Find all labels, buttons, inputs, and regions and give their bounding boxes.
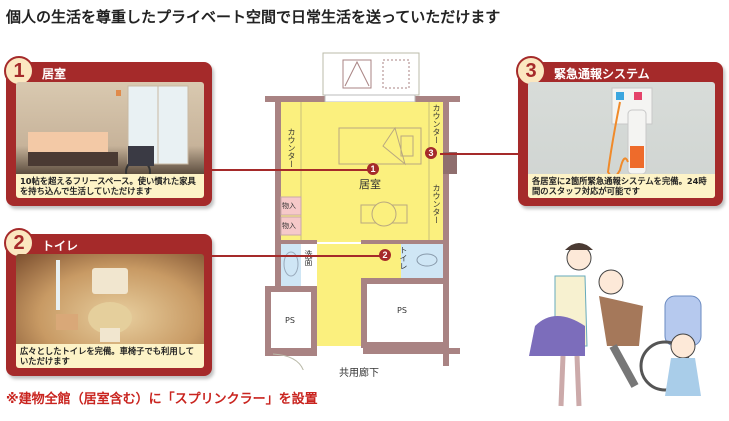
card-title: 緊急通報システム: [554, 67, 650, 81]
card-title: トイレ: [42, 239, 79, 253]
caregivers-illustration: [529, 243, 702, 407]
room-label: 居室: [359, 178, 381, 191]
connector-emergency: [440, 153, 520, 155]
counter-right-bottom-label: カウンター: [432, 184, 441, 224]
connector-room: [212, 169, 368, 171]
counter-right-top-label: カウンター: [432, 104, 441, 144]
marker-2: 2: [379, 249, 391, 261]
floor-plan: カウンター カウンター カウンター 居室 物入 物入 洗面 トイレ PS PS …: [265, 50, 460, 379]
alarm-illustration: [606, 87, 653, 178]
toilet-photo: 広々としたトイレを完備。車椅子でも利用していただけます: [16, 254, 204, 368]
toilet-card: 2 トイレ 広々としたトイレを完備。車椅子でも利用していただけます: [4, 228, 212, 376]
card-caption: 各居室に2箇所緊急通報システムを完備。24時間のスタッフ対応が可能です: [528, 174, 715, 198]
washroom-label: 洗面: [304, 250, 313, 266]
page-title: 個人の生活を尊重したプライベート空間で日常生活を送っていただけます: [6, 8, 501, 26]
ps-right-label: PS: [397, 306, 407, 315]
room-card: 1 居室 10帖を超えるフリースペース。使い慣れた家具を持ち込んで生活していただ…: [4, 56, 212, 206]
toilet-illustration: [56, 260, 132, 342]
room-illustration: [28, 85, 189, 185]
toilet-label: トイレ: [399, 246, 408, 270]
card-caption: 広々としたトイレを完備。車椅子でも利用していただけます: [16, 344, 204, 368]
card-caption: 10帖を超えるフリースペース。使い慣れた家具を持ち込んで生活していただけます: [16, 174, 204, 198]
corridor-label: 共用廊下: [339, 368, 379, 379]
room-photo: 10帖を超えるフリースペース。使い慣れた家具を持ち込んで生活していただけます: [16, 82, 204, 198]
emergency-photo: 各居室に2箇所緊急通報システムを完備。24時間のスタッフ対応が可能です: [528, 82, 715, 198]
number-badge: 1: [4, 56, 34, 86]
card-title: 居室: [42, 67, 67, 81]
emergency-card: 3 緊急通報システム 各居室に2箇所緊急通報システムを完備。24時間のスタッフ対…: [516, 56, 723, 206]
storage-label-1: 物入: [282, 202, 296, 210]
sprinkler-note: ※建物全館（居室含む）に「スプリンクラー」を設置: [6, 392, 318, 407]
marker-1: 1: [367, 163, 379, 175]
ps-left-label: PS: [285, 316, 295, 325]
marker-3: 3: [425, 147, 437, 159]
connector-toilet: [212, 255, 380, 257]
storage-label-2: 物入: [282, 222, 296, 230]
floor-plan-drawing: [265, 52, 460, 370]
counter-left-label: カウンター: [287, 128, 296, 168]
